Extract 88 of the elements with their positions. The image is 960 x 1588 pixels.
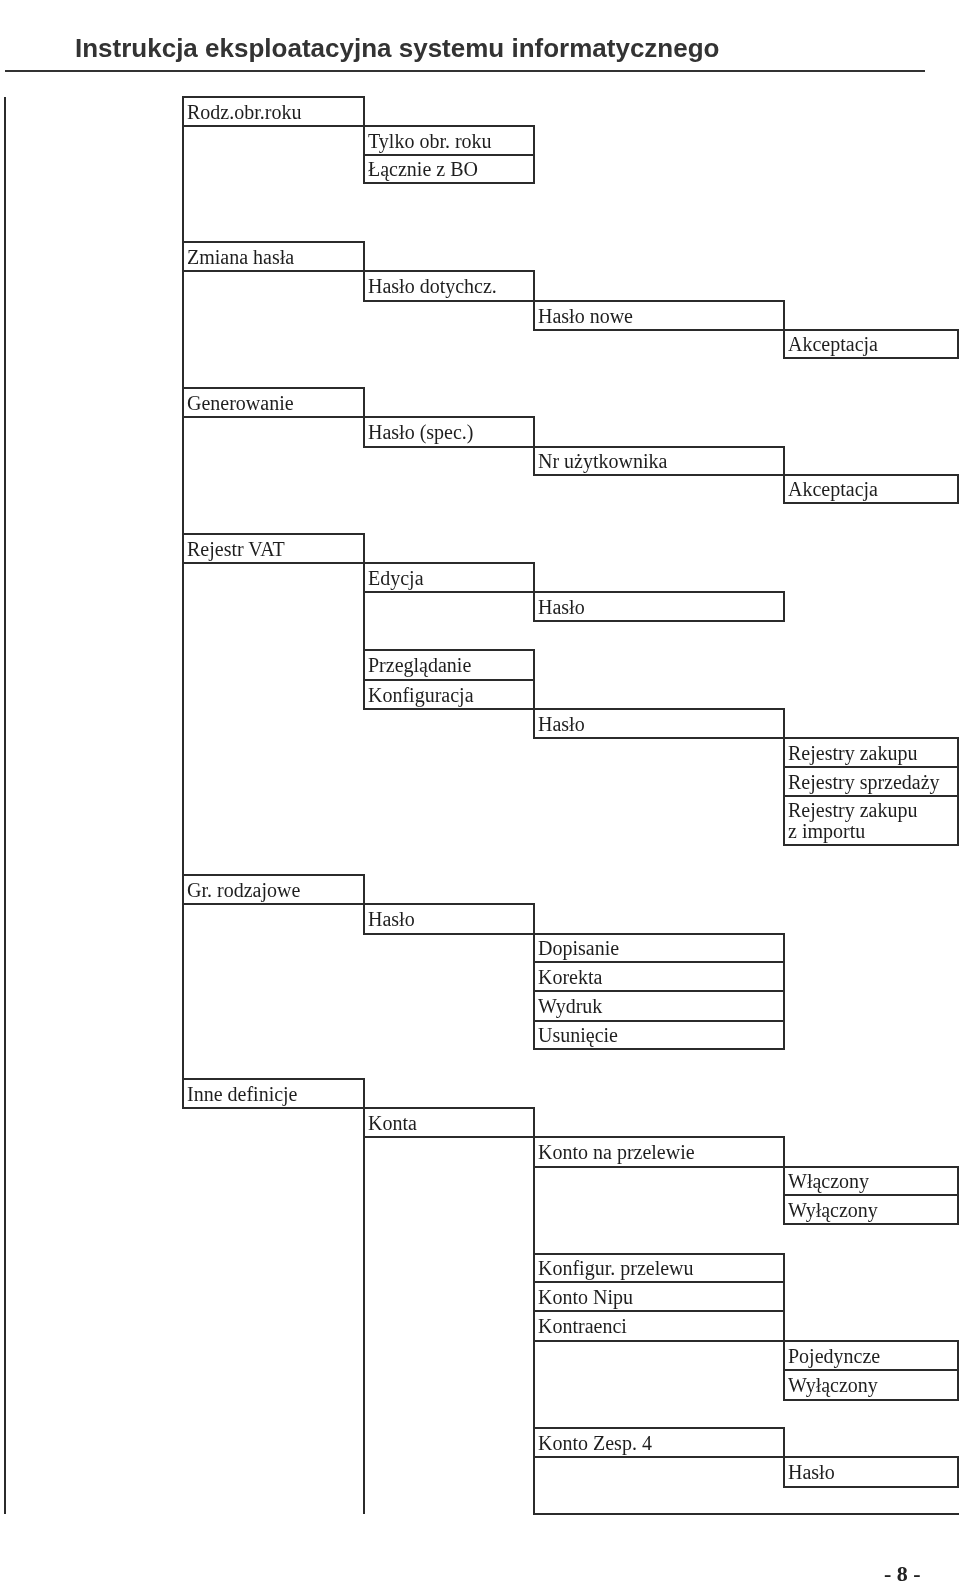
menu-label: Akceptacja bbox=[788, 477, 878, 501]
menu-label: Hasło bbox=[538, 711, 585, 736]
menu-label: Hasło nowe bbox=[538, 303, 633, 328]
menu-box bbox=[533, 300, 785, 331]
tree-connector bbox=[363, 1137, 365, 1515]
menu-box bbox=[783, 1166, 959, 1196]
menu-label: Rejestr VAT bbox=[187, 536, 285, 561]
menu-box bbox=[363, 649, 535, 681]
page-number: - 8 - bbox=[884, 1562, 921, 1586]
menu-box bbox=[533, 961, 785, 992]
tree-connector bbox=[533, 1341, 535, 1428]
menu-label: Wydruk bbox=[538, 994, 603, 1018]
menu-label: Włączony bbox=[788, 1169, 870, 1193]
tree-connector bbox=[363, 592, 365, 650]
menu-label: Nr użytkownika bbox=[538, 449, 668, 473]
menu-box bbox=[363, 416, 535, 448]
menu-label: Pojedyncze bbox=[788, 1343, 881, 1368]
page-title: Instrukcja eksploatacyjna systemu informatycznego bbox=[75, 33, 720, 63]
menu-label: Rejestry zakupu z importu bbox=[788, 799, 919, 842]
menu-label: Hasło (spec.) bbox=[368, 420, 474, 444]
menu-box bbox=[783, 329, 959, 359]
menu-box bbox=[533, 708, 785, 739]
menu-label: Generowanie bbox=[187, 390, 294, 415]
menu-label: Konfiguracja bbox=[368, 682, 474, 707]
menu-label: Konta bbox=[368, 1110, 417, 1135]
menu-box bbox=[363, 679, 535, 710]
menu-label: Akceptacja bbox=[788, 332, 878, 356]
menu-label: Łącznie z BO bbox=[368, 157, 478, 181]
tree-connector bbox=[182, 271, 184, 388]
menu-label: Edycja bbox=[368, 565, 424, 590]
menu-box bbox=[783, 474, 959, 504]
menu-label: Rodz.obr.roku bbox=[187, 99, 302, 124]
menu-label: Hasło bbox=[538, 594, 585, 619]
menu-label: Rejestry zakupu bbox=[788, 740, 918, 765]
menu-label: Zmiana hasła bbox=[187, 244, 295, 269]
menu-box bbox=[182, 1078, 365, 1109]
menu-box bbox=[182, 874, 365, 905]
menu-label: Wyłączony bbox=[788, 1197, 878, 1222]
menu-label: Dopisanie bbox=[538, 936, 620, 960]
menu-box bbox=[783, 1456, 959, 1488]
menu-label: Konto na przelewie bbox=[538, 1140, 695, 1164]
menu-label: Hasło bbox=[788, 1460, 835, 1484]
menu-box bbox=[533, 990, 785, 1022]
tree-connector bbox=[533, 1457, 535, 1515]
menu-box bbox=[363, 154, 535, 184]
menu-box bbox=[363, 270, 535, 302]
menu-box bbox=[533, 591, 785, 622]
menu-box bbox=[783, 1340, 959, 1371]
menu-box bbox=[182, 241, 365, 272]
menu-box bbox=[783, 795, 959, 846]
menu-label: Usunięcie bbox=[538, 1023, 618, 1047]
menu-box bbox=[533, 1020, 785, 1050]
menu-box bbox=[182, 533, 365, 564]
menu-box bbox=[783, 1369, 959, 1401]
menu-box bbox=[533, 1136, 785, 1168]
menu-label: Hasło dotychcz. bbox=[368, 274, 497, 298]
tree-connector bbox=[182, 563, 184, 875]
menu-label: Inne definicje bbox=[187, 1081, 298, 1106]
menu-label: Korekta bbox=[538, 964, 603, 989]
menu-box bbox=[533, 1310, 785, 1342]
menu-box bbox=[363, 1107, 535, 1138]
menu-box bbox=[783, 737, 959, 768]
menu-label: Przeglądanie bbox=[368, 653, 472, 677]
menu-label: Tylko obr. roku bbox=[368, 128, 492, 153]
menu-label: Gr. rodzajowe bbox=[187, 877, 301, 902]
tree-connector bbox=[182, 417, 184, 534]
menu-box bbox=[182, 387, 365, 418]
menu-label: Konfigur. przelewu bbox=[538, 1256, 694, 1280]
menu-label: Wyłączony bbox=[788, 1373, 878, 1397]
menu-label: Konto Nipu bbox=[538, 1284, 633, 1309]
menu-box bbox=[533, 1427, 785, 1458]
menu-box bbox=[533, 933, 785, 963]
menu-box bbox=[783, 766, 959, 797]
tree-connector bbox=[182, 126, 184, 242]
menu-box bbox=[363, 903, 535, 935]
menu-box bbox=[363, 125, 535, 156]
menu-box bbox=[533, 1281, 785, 1312]
menu-label: Konto Zesp. 4 bbox=[538, 1430, 652, 1455]
menu-box bbox=[533, 1253, 785, 1283]
menu-label: Rejestry sprzedaży bbox=[788, 769, 940, 794]
tree-connector bbox=[182, 904, 184, 1079]
menu-box bbox=[182, 96, 365, 127]
menu-box bbox=[783, 1194, 959, 1225]
menu-label: Kontraenci bbox=[538, 1314, 627, 1338]
menu-box bbox=[533, 446, 785, 476]
menu-label: Hasło bbox=[368, 907, 415, 931]
tree-connector bbox=[533, 1167, 535, 1254]
menu-box bbox=[363, 562, 535, 593]
